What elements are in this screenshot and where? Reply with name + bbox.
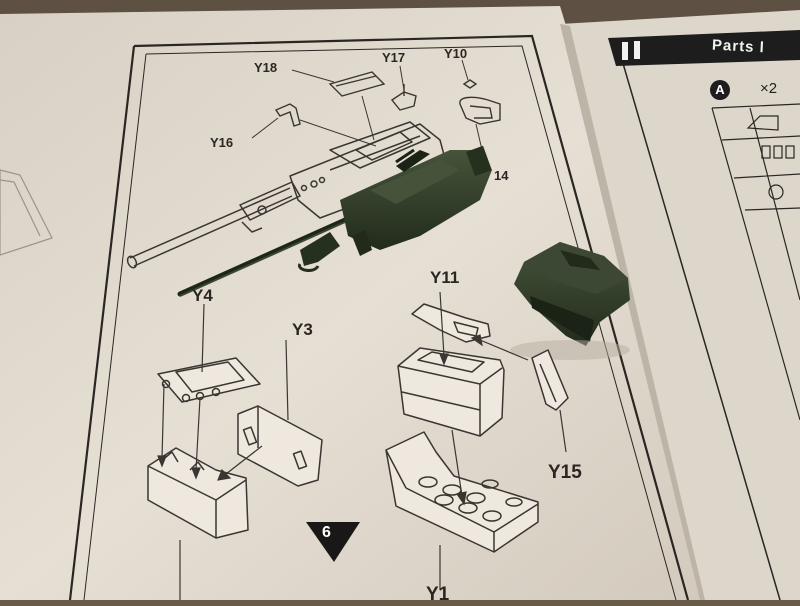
part-y11-shape — [411, 303, 491, 343]
part-y18-shape — [328, 71, 386, 97]
ammo-can-2-body — [397, 347, 505, 437]
ammo-can-body — [147, 447, 249, 539]
small-parts-line-art — [274, 71, 501, 127]
label-y15: Y15 — [548, 462, 582, 483]
label-y16: Y16 — [210, 135, 234, 150]
part-y10-shape — [462, 79, 478, 89]
step-frame-inner — [145, 45, 677, 601]
part-14-bracket — [459, 96, 501, 125]
parts-page — [560, 10, 800, 600]
page-fold-shadow — [560, 24, 705, 600]
ammo-can-line-art — [147, 357, 323, 539]
label-y11: Y11 — [430, 268, 460, 287]
step-frame-left — [68, 45, 136, 601]
step-frame-outer — [133, 34, 690, 601]
label-y17: Y17 — [382, 50, 406, 65]
ammo-tray-arrows — [439, 291, 567, 590]
label-y18: Y18 — [254, 60, 278, 75]
parts-panel-header — [608, 30, 800, 66]
sprue-letter-badge: A — [710, 80, 730, 100]
ammo-can-arrows — [157, 303, 289, 600]
label-y4: Y4 — [192, 286, 213, 305]
sprue-quantity: ×2 — [760, 80, 778, 97]
label-y3: Y3 — [292, 320, 313, 339]
part-y17-shape — [390, 91, 417, 111]
left-page-drawing — [0, 169, 53, 256]
instruction-page — [0, 6, 740, 600]
label-part-14: 14 — [494, 168, 509, 183]
label-y1: Y1 — [426, 584, 450, 605]
part-y16-shape — [274, 103, 301, 127]
label-y10: Y10 — [444, 46, 468, 61]
parts-panel-table — [711, 103, 800, 421]
step-number: 6 — [322, 524, 331, 541]
parts-panel-title: Parts l — [711, 36, 766, 57]
step-number-badge — [306, 522, 360, 562]
assembled-ammo-box-model — [510, 242, 630, 360]
assembled-gun-model — [177, 145, 492, 297]
